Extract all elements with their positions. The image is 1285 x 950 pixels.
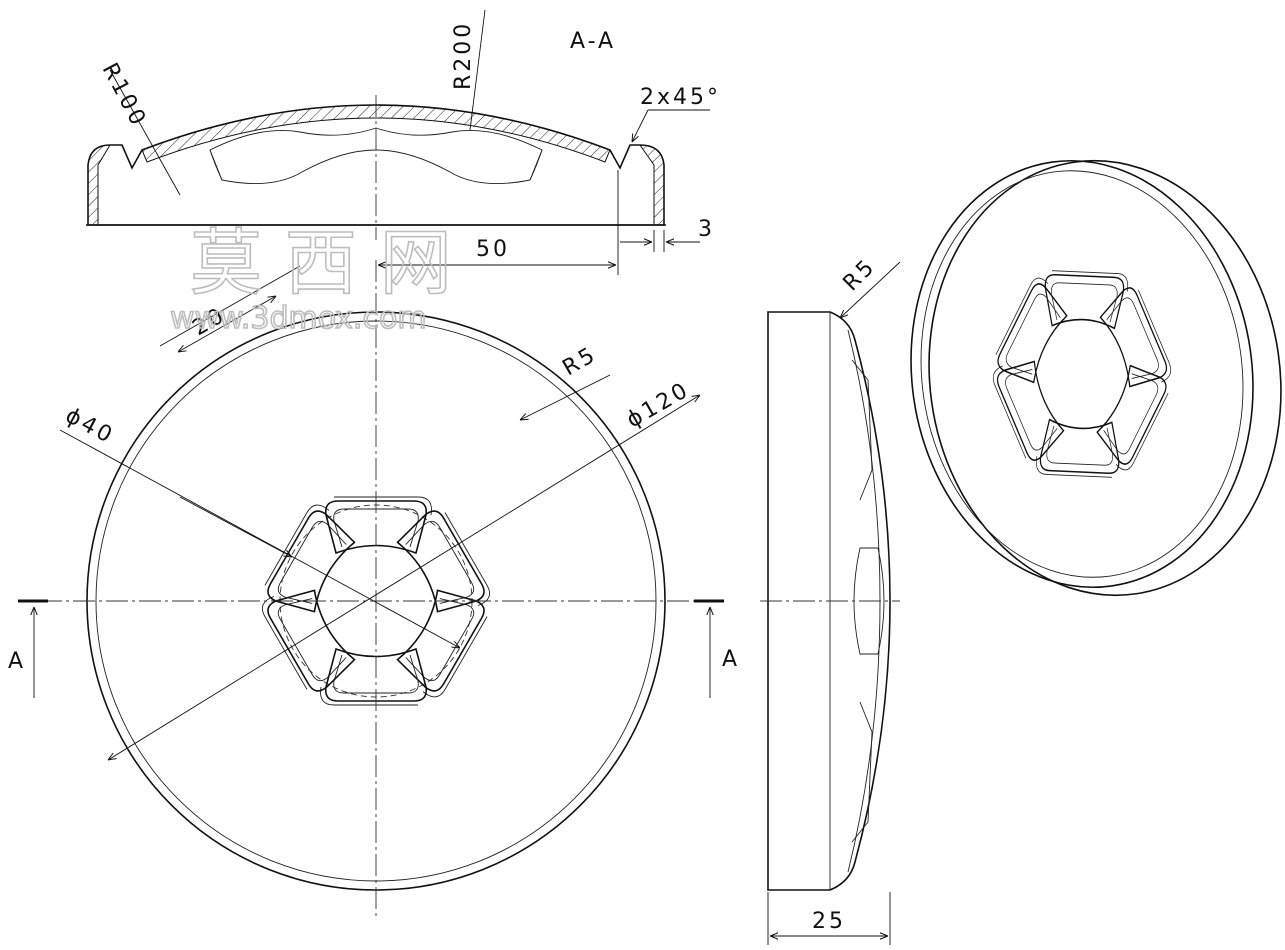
dim-dia40-label: ϕ40 xyxy=(61,403,118,449)
section-view-a-a: A-A R100 R200 2x45° 3 50 xyxy=(86,9,721,275)
watermark-url: www.3dmox.com xyxy=(170,301,427,336)
section-mark-right: A xyxy=(722,647,740,672)
dim-25-label: 25 xyxy=(812,909,846,934)
section-mark-left: A xyxy=(8,649,26,674)
isometric-view xyxy=(910,159,1282,597)
dim-chamfer-label: 2x45° xyxy=(640,85,721,110)
dim-50-label: 50 xyxy=(476,237,510,262)
side-outline xyxy=(767,311,891,891)
dim-r5-front-label: R5 xyxy=(559,342,602,381)
dim-r200-label: R200 xyxy=(451,21,476,90)
dim-r100-label: R100 xyxy=(97,59,152,132)
watermark-chinese: 莫 西 网 xyxy=(190,221,452,305)
section-hatch-right xyxy=(639,144,665,226)
watermark: 莫 西 网 www.3dmox.com xyxy=(169,220,452,337)
dim-r5-side-label: R5 xyxy=(839,254,882,297)
side-view: R5 25 xyxy=(760,254,901,945)
section-hatch-top xyxy=(141,104,611,163)
iso-back-rim xyxy=(928,159,1282,597)
iso-front-face xyxy=(910,159,1254,589)
section-title: A-A xyxy=(570,29,616,54)
dim-3-label: 3 xyxy=(698,217,715,242)
section-hatch-left xyxy=(87,144,111,226)
front-view: 20 R5 ϕ40 ϕ120 A A xyxy=(8,260,740,920)
